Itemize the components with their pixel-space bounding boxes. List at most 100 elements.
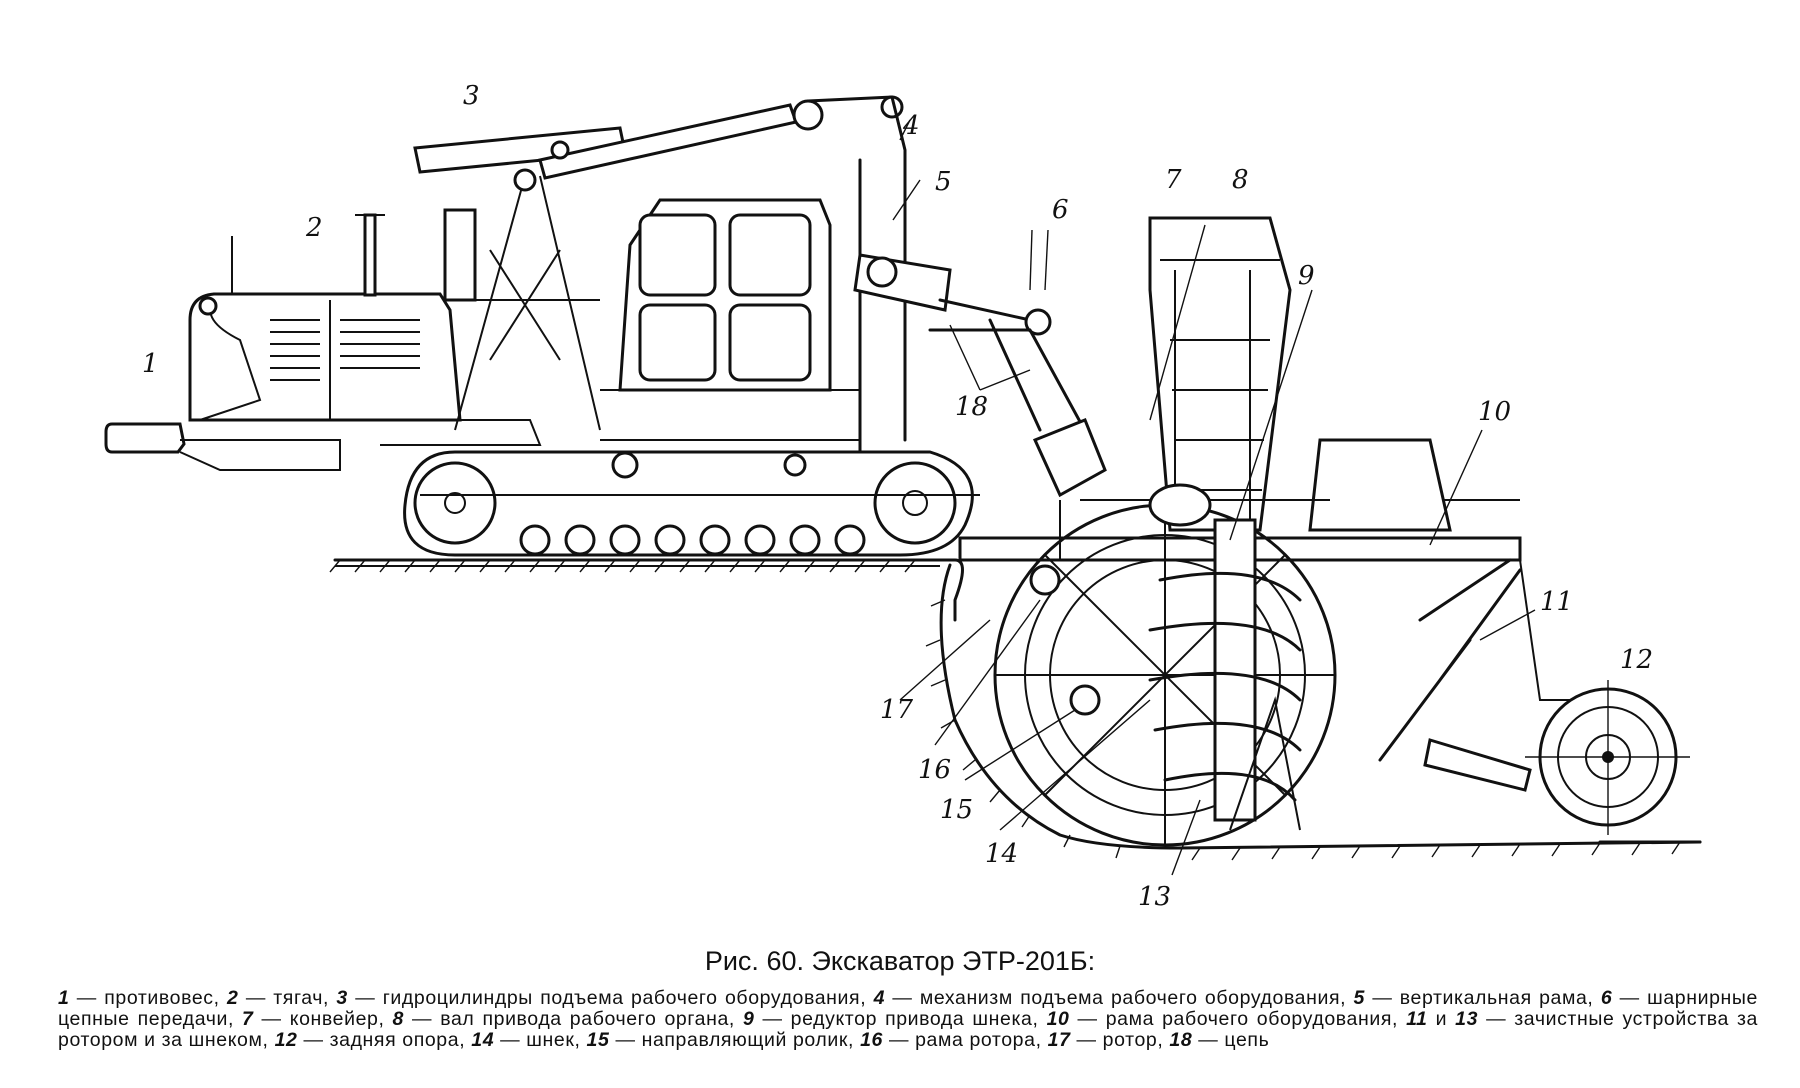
legend-item: 12 — задняя опора, xyxy=(275,1029,466,1051)
legend-item-text: направляющий ролик, xyxy=(641,1029,855,1051)
legend-item-number: 17 xyxy=(1047,1029,1071,1051)
callout-13: 13 xyxy=(1138,882,1171,912)
callout-18: 18 xyxy=(955,392,988,422)
legend-item: 13 — зачистные устройства за ротором и з… xyxy=(58,1008,1758,1051)
legend-item-separator: — xyxy=(1478,1008,1515,1030)
callout-labels: 1 2 3 4 5 6 7 8 9 10 11 12 13 14 15 16 1… xyxy=(142,81,1653,912)
legend-item-text: вертикальная рама, xyxy=(1399,987,1594,1009)
legend-item-separator: — xyxy=(609,1029,642,1051)
legend-item-separator: — xyxy=(404,1008,441,1030)
figure-caption: Рис. 60. Экскаватор ЭТР-201Б: xyxy=(704,946,1096,976)
legend-item-text: механизм подъема рабочего оборудования, xyxy=(919,987,1347,1009)
legend-item-separator: — xyxy=(297,1029,330,1051)
legend-item-text: рама рабочего оборудования, xyxy=(1105,1008,1398,1030)
legend-item: 5 — вертикальная рама, xyxy=(1354,987,1594,1009)
callout-6: 6 xyxy=(1052,195,1069,225)
legend-item-number: 4 xyxy=(873,987,886,1009)
crawler-track xyxy=(403,450,980,557)
counterweight xyxy=(104,422,341,471)
legend-item: 6 — шарнирные цепные передачи, xyxy=(58,987,1758,1030)
legend-item-separator: — xyxy=(754,1008,791,1030)
callout-2: 2 xyxy=(305,213,323,243)
legend-item-text: рама ротора, xyxy=(915,1029,1042,1051)
legend-item-separator: — xyxy=(1192,1029,1225,1051)
legend-item-separator: — xyxy=(1364,987,1400,1009)
legend-item-number: 9 xyxy=(742,1008,755,1030)
legend-item-separator: — xyxy=(238,987,274,1009)
leader-lines xyxy=(892,119,1536,876)
legend-item-number: 2 xyxy=(227,987,239,1009)
legend-item-number: 1 xyxy=(58,987,70,1009)
legend-item-separator: — xyxy=(1069,1008,1106,1030)
callout-1: 1 xyxy=(142,349,159,379)
conveyor xyxy=(1148,216,1292,532)
legend-item: 18 — цепь xyxy=(1169,1029,1269,1051)
callout-4: 4 xyxy=(902,111,920,141)
legend-item-text: противовес, xyxy=(104,987,220,1009)
legend-item-number: 5 xyxy=(1353,987,1365,1009)
callout-7: 7 xyxy=(1165,165,1182,195)
legend-item-number: 7 xyxy=(242,1008,254,1030)
legend-item: 8 — вал привода рабочего органа, xyxy=(393,1008,735,1030)
legend-item: 1 — противовес, xyxy=(58,987,220,1009)
legend-item-number: 10 xyxy=(1046,1008,1070,1030)
legend-item: 4 — механизм подъема рабочего оборудован… xyxy=(874,987,1347,1009)
legend-item-text: задняя опора, xyxy=(329,1029,466,1051)
legend-item-separator: — xyxy=(882,1029,916,1051)
rotor xyxy=(993,503,1337,847)
legend-item: 14 — шнек, xyxy=(471,1029,580,1051)
legend-item-text: гидроцилиндры подъема рабочего оборудова… xyxy=(382,987,867,1009)
legend-item-number: 12 xyxy=(274,1029,298,1051)
legend-item-number: 6 xyxy=(1600,987,1613,1009)
legend-item-separator: — xyxy=(1070,1029,1103,1051)
legend-item-separator: — xyxy=(885,987,920,1009)
legend-item-separator: — xyxy=(253,1008,290,1030)
callout-5: 5 xyxy=(935,167,952,197)
legend-item: 2 — тягач, xyxy=(227,987,329,1009)
chain-transmissions xyxy=(853,253,1107,498)
legend-item-separator: — xyxy=(69,987,105,1009)
tractor xyxy=(188,208,542,446)
legend-item-separator: — xyxy=(347,987,383,1009)
guide-roller xyxy=(1029,564,1101,716)
legend-item-number: 11 xyxy=(1406,1008,1428,1030)
callout-12: 12 xyxy=(1620,645,1653,675)
callout-14: 14 xyxy=(985,839,1018,869)
legend-item-number: 18 xyxy=(1169,1029,1193,1051)
callout-10: 10 xyxy=(1478,397,1511,427)
legend-item-separator: — xyxy=(1612,987,1648,1009)
cleaning-devices xyxy=(1229,558,1532,831)
legend-item-text: шарнирные цепные передачи, xyxy=(58,987,1758,1030)
figure-legend: 1 — противовес, 2 — тягач, 3 — гидроцили… xyxy=(58,988,1758,1051)
legend-item-number: 3 xyxy=(336,987,348,1009)
ground xyxy=(329,558,1702,861)
callout-17: 17 xyxy=(880,695,914,725)
legend-item: 7 — конвейер, xyxy=(242,1008,384,1030)
working-frame xyxy=(958,438,1522,562)
legend-item-text: редуктор привода шнека, xyxy=(790,1008,1039,1030)
callout-3: 3 xyxy=(463,81,480,111)
legend-item-text: шнек, xyxy=(526,1029,581,1051)
operator-cab xyxy=(600,198,861,441)
legend-item: 3 — гидроцилиндры подъема рабочего обору… xyxy=(336,987,866,1009)
legend-item: 15 — направляющий ролик, xyxy=(587,1029,855,1051)
auger xyxy=(1148,483,1302,822)
callout-8: 8 xyxy=(1232,165,1249,195)
legend-item-number: 16 xyxy=(860,1029,883,1051)
legend-item: 9 — редуктор привода шнека, xyxy=(743,1008,1039,1030)
excavator-drawing: 1 2 3 4 5 6 7 8 9 10 11 12 13 14 15 16 1… xyxy=(104,81,1702,912)
legend-item-number: 15 xyxy=(586,1029,610,1051)
callout-9: 9 xyxy=(1298,261,1315,291)
legend-item-separator: — xyxy=(494,1029,527,1051)
legend-item-text: цепь xyxy=(1224,1029,1270,1051)
legend-item-text: зачистные устройства за ротором и за шне… xyxy=(58,1008,1758,1051)
legend-item: 11 и xyxy=(1406,1008,1455,1030)
legend-item-text: конвейер, xyxy=(289,1008,385,1030)
legend-item-text: ротор, xyxy=(1102,1029,1164,1051)
rear-support xyxy=(1519,559,1690,835)
lift-cylinders xyxy=(413,95,907,462)
callout-11: 11 xyxy=(1540,587,1573,617)
legend-item-number: 13 xyxy=(1455,1008,1479,1030)
callout-15: 15 xyxy=(940,795,973,825)
legend-item-number: 14 xyxy=(471,1029,495,1051)
